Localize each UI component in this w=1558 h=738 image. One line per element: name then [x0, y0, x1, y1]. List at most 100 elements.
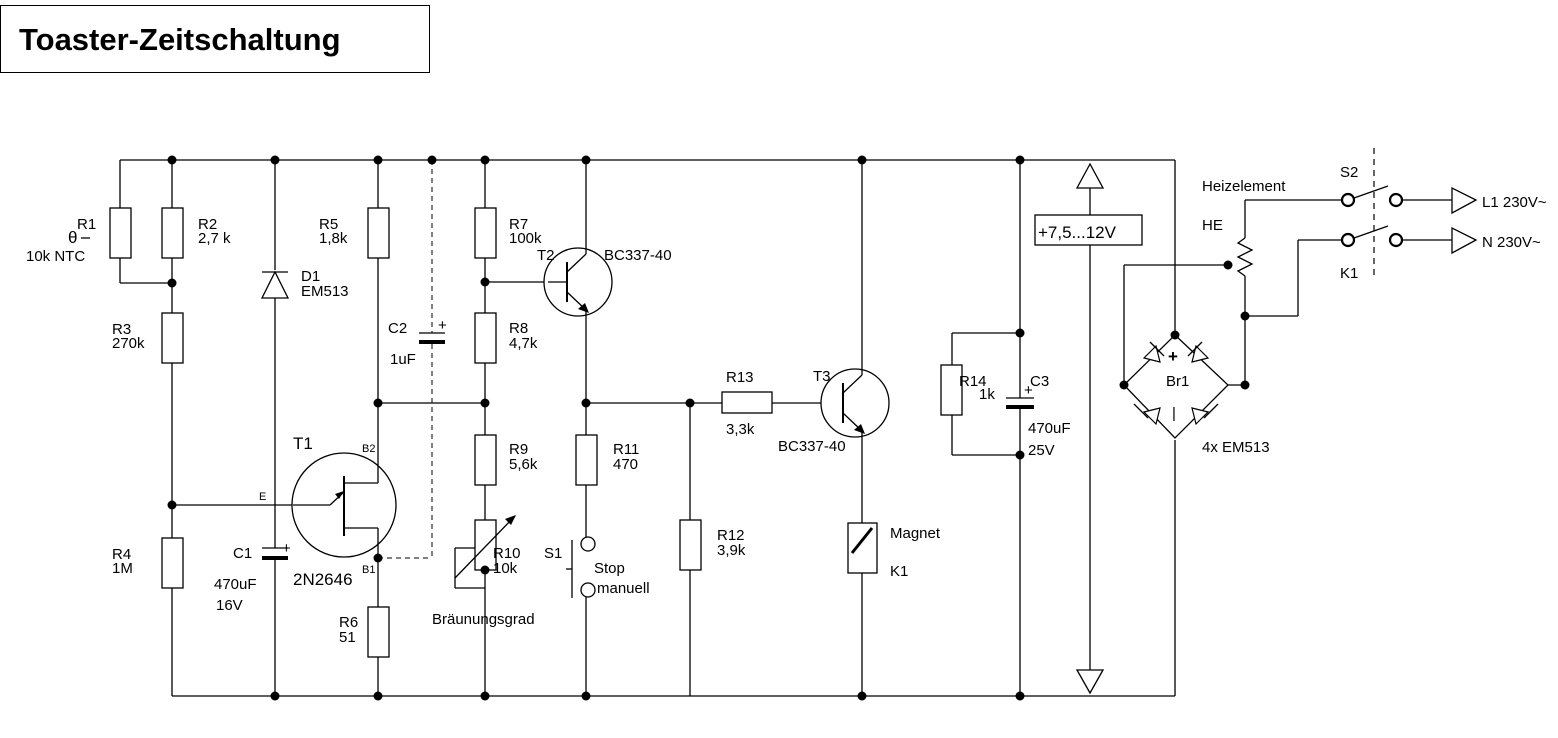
svg-text:+7,5...12V: +7,5...12V — [1038, 223, 1117, 242]
svg-text:Br1: Br1 — [1166, 373, 1189, 390]
svg-text:B2: B2 — [362, 443, 375, 455]
component-labels: R1 θ 10k NTC R2 2,7 k R3 270k R4 1M D1 E… — [26, 164, 1547, 646]
svg-text:16V: 16V — [216, 597, 243, 614]
svg-text:C2: C2 — [388, 320, 407, 337]
svg-text:R11: R11 — [613, 441, 639, 458]
page-title: Toaster-Zeitschaltung — [19, 22, 341, 57]
svg-text:3,3k: 3,3k — [726, 421, 755, 438]
svg-text:Bräunungsgrad: Bräunungsgrad — [432, 611, 535, 628]
svg-text:4x EM513: 4x EM513 — [1202, 439, 1270, 456]
svg-text:manuell: manuell — [597, 580, 650, 597]
svg-text:T2: T2 — [537, 247, 555, 264]
svg-text:+: + — [438, 317, 447, 334]
svg-text:1uF: 1uF — [390, 351, 416, 368]
r6-resistor — [367, 558, 390, 696]
k1-relay-switch — [1340, 225, 1478, 255]
svg-text:2N2646: 2N2646 — [293, 570, 353, 589]
svg-text:Stop: Stop — [594, 560, 625, 577]
br1-bridge-rectifier: + | — [1123, 264, 1245, 439]
svg-text:C1: C1 — [233, 545, 252, 562]
r9-resistor — [474, 434, 497, 520]
svg-text:100k: 100k — [509, 230, 542, 247]
svg-text:470uF: 470uF — [214, 576, 257, 593]
k1-magnet-coil — [847, 522, 878, 696]
svg-text:R6: R6 — [339, 614, 358, 631]
svg-text:T1: T1 — [293, 434, 313, 453]
svg-text:K1: K1 — [1340, 265, 1358, 282]
svg-text:K1: K1 — [890, 563, 908, 580]
svg-text:T3: T3 — [813, 368, 831, 385]
r13-resistor — [721, 391, 840, 414]
svg-text:R9: R9 — [509, 441, 528, 458]
svg-text:R12: R12 — [717, 527, 745, 544]
s2-switch — [1340, 185, 1478, 215]
svg-text:S2: S2 — [1340, 164, 1358, 181]
r1-resistor — [109, 160, 172, 284]
svg-text:Heizelement: Heizelement — [1202, 178, 1286, 195]
svg-text:1M: 1M — [112, 560, 133, 577]
svg-text:3,9k: 3,9k — [717, 542, 746, 559]
t2-transistor — [543, 160, 613, 435]
svg-text:R8: R8 — [509, 320, 528, 337]
r7-resistor — [474, 160, 497, 313]
r4-resistor — [161, 537, 184, 696]
svg-text:Magnet: Magnet — [890, 525, 941, 542]
svg-text:BC337-40: BC337-40 — [778, 438, 846, 455]
svg-text:10k NTC: 10k NTC — [26, 248, 85, 265]
r12-resistor — [679, 403, 702, 696]
svg-text:B1: B1 — [362, 564, 375, 576]
top-rail — [120, 159, 1176, 335]
svg-text:470: 470 — [613, 456, 638, 473]
svg-text:E: E — [259, 491, 266, 503]
svg-text:5,6k: 5,6k — [509, 456, 538, 473]
r10-potentiometer — [454, 515, 516, 696]
heating-element-he — [1236, 199, 1342, 385]
svg-text:R2: R2 — [198, 216, 217, 233]
r5-resistor — [367, 160, 390, 455]
svg-text:R3: R3 — [112, 321, 131, 338]
svg-text:N 230V~: N 230V~ — [1482, 234, 1541, 251]
svg-text:L1 230V~: L1 230V~ — [1482, 194, 1547, 211]
svg-text:4,7k: 4,7k — [509, 335, 538, 352]
s1-stop-switch — [566, 536, 596, 696]
svg-text:10k: 10k — [493, 560, 518, 577]
svg-text:R13: R13 — [726, 369, 754, 386]
svg-text:HE: HE — [1202, 217, 1223, 234]
svg-text:270k: 270k — [112, 335, 145, 352]
r11-resistor — [575, 434, 598, 537]
svg-text:51: 51 — [339, 629, 356, 646]
svg-text:R10: R10 — [493, 545, 521, 562]
svg-text:R5: R5 — [319, 216, 338, 233]
svg-text:2,7 k: 2,7 k — [198, 230, 231, 247]
title-box: Toaster-Zeitschaltung — [0, 5, 430, 73]
supply-voltage-indicator — [1034, 162, 1143, 695]
svg-text:BC337-40: BC337-40 — [604, 247, 672, 264]
svg-text:|: | — [1172, 405, 1176, 422]
t3-transistor — [820, 160, 890, 523]
svg-text:C3: C3 — [1030, 373, 1049, 390]
svg-text:EM513: EM513 — [301, 283, 349, 300]
junction-dots — [167, 155, 1250, 701]
bottom-rail — [172, 440, 1176, 697]
r2-resistor — [161, 160, 184, 313]
svg-text:R1: R1 — [77, 216, 96, 233]
svg-text:25V: 25V — [1028, 442, 1055, 459]
svg-text:+: + — [1024, 382, 1033, 399]
c1-capacitor: + — [262, 540, 291, 696]
svg-text:R14: R14 — [959, 373, 987, 390]
svg-text:+: + — [1168, 347, 1178, 366]
svg-text:R4: R4 — [112, 546, 131, 563]
svg-text:470uF: 470uF — [1028, 420, 1071, 437]
svg-text:1,8k: 1,8k — [319, 230, 348, 247]
svg-text:θ: θ — [68, 228, 77, 247]
t1-ujt-transistor — [291, 452, 397, 558]
r14-resistor — [940, 332, 1020, 456]
svg-text:R7: R7 — [509, 216, 528, 233]
c2-capacitor: + — [378, 160, 447, 559]
svg-text:D1: D1 — [301, 268, 320, 285]
svg-text:1k: 1k — [979, 386, 995, 403]
svg-text:+: + — [282, 540, 291, 557]
d1-diode — [260, 160, 290, 548]
r8-resistor — [474, 312, 497, 435]
